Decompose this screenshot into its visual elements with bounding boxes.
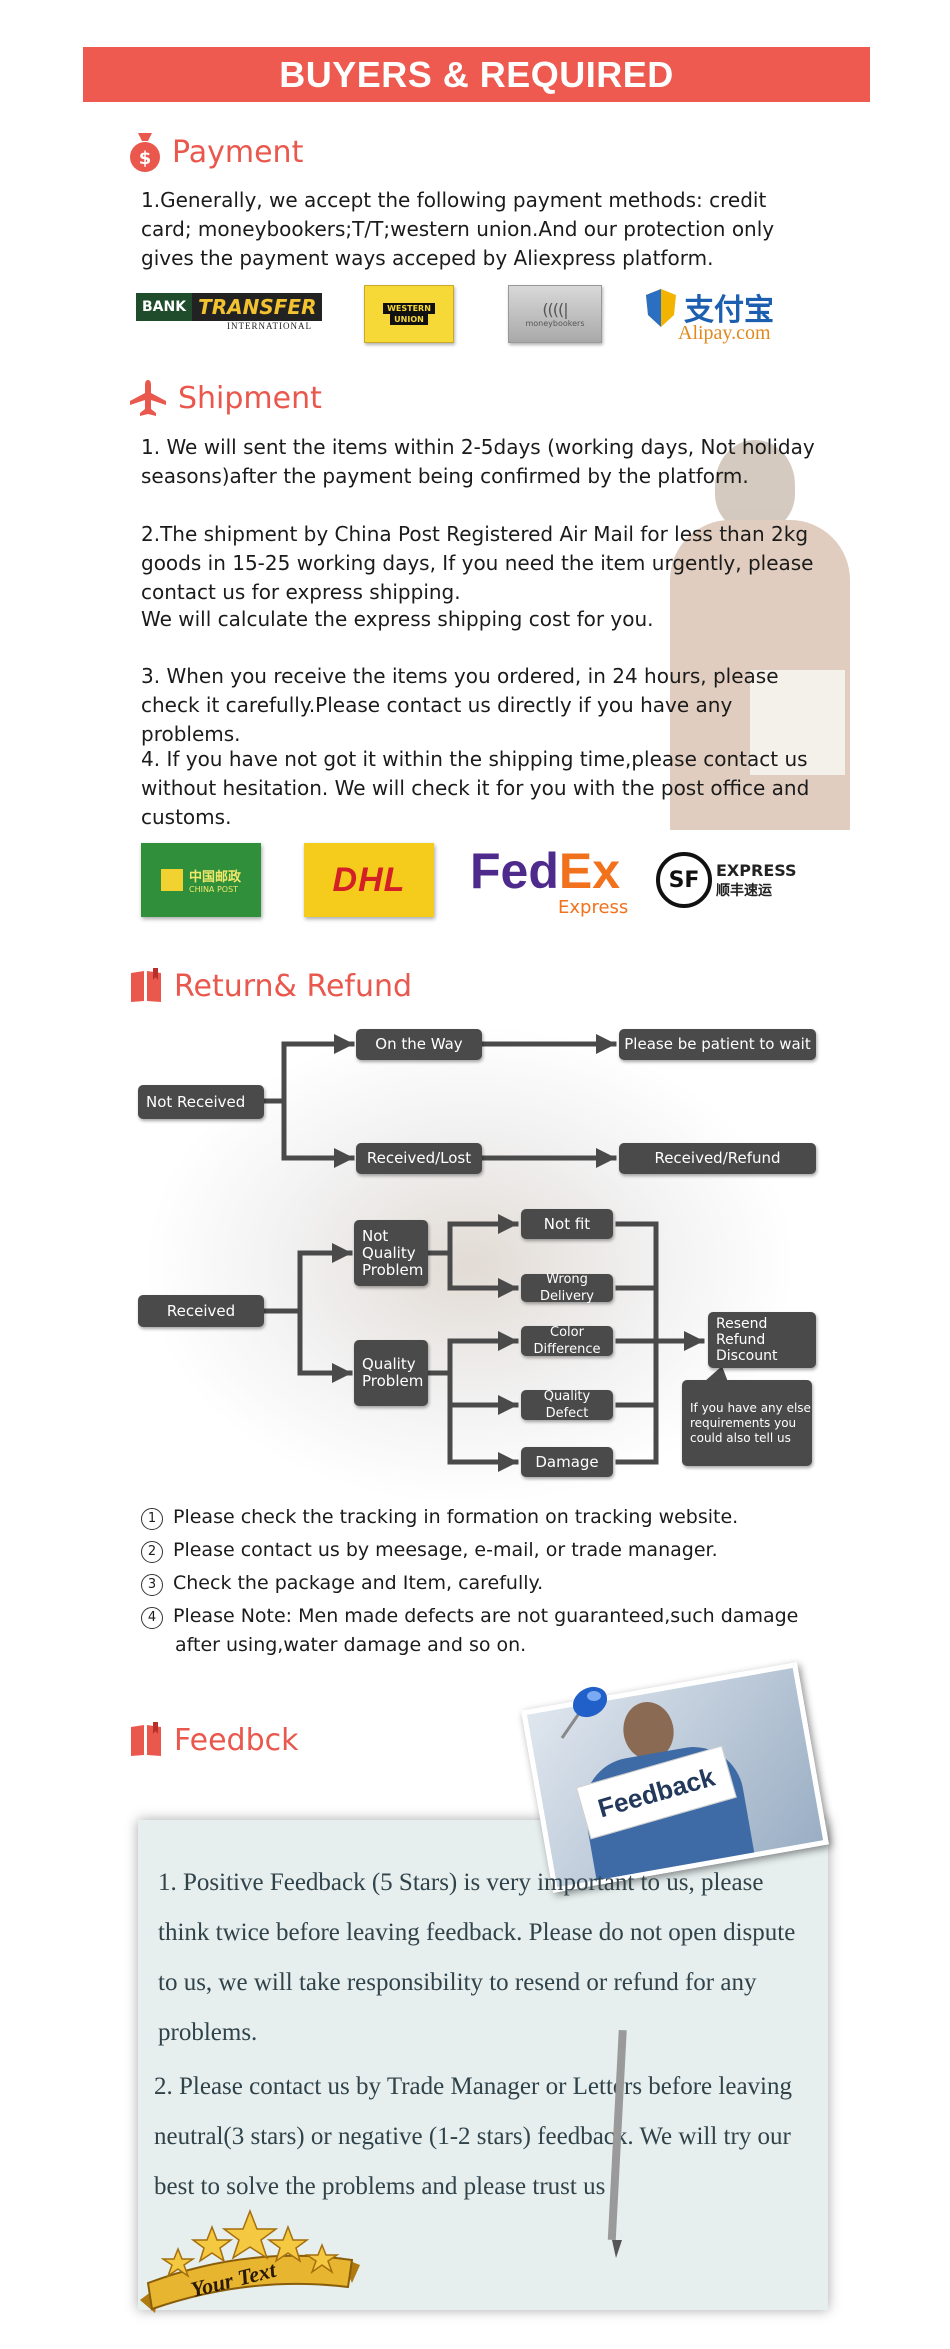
note-number-2: 2 [141, 1541, 163, 1563]
alipay-en-text: Alipay.com [678, 322, 771, 344]
refund-note-4-cont: after using,water damage and so on. [175, 1634, 527, 1656]
feedback-text-2: 2. Please contact us by Trade Manager or… [154, 2073, 792, 2200]
shipment-text-1: 1. We will sent the items within 2-5days… [141, 435, 815, 488]
bank-logo-text-b: TRANSFER [192, 293, 323, 321]
sf-text-a: EXPRESS [716, 860, 797, 880]
money-bag-icon: $ [130, 133, 160, 172]
alipay-cn-text: 支付宝 [684, 293, 774, 328]
feedback-text-1: 1. Positive Feedback (5 Stars) is very i… [158, 1869, 796, 2046]
flow-received-refund: Received/Refund [619, 1143, 816, 1174]
dhl-text: DHL [332, 860, 406, 899]
note-text-4: Please Note: Men made defects are not gu… [173, 1605, 799, 1627]
flow-be-patient: Please be patient to wait [619, 1029, 816, 1060]
flow-resend-refund-discount: Resend Refund Discount [708, 1312, 816, 1368]
mb-signal-icon: ((((| [542, 300, 568, 319]
flow-quality-problem: Quality Problem [354, 1340, 428, 1406]
sf-circle-text: SF [656, 852, 712, 908]
flow-damage: Damage [521, 1447, 613, 1477]
mb-text: moneybookers [525, 319, 585, 328]
fedex-sub-text: Express [558, 897, 629, 918]
note-text-2: Please contact us by meesage, e-mail, or… [173, 1539, 718, 1561]
delivery-man-photo [655, 440, 860, 830]
refund-heading: Return& Refund [128, 968, 412, 1004]
sf-express-logo: SF EXPRESS 顺丰速运 [656, 847, 806, 913]
flow-received-lost: Received/Lost [356, 1143, 482, 1174]
fedex-fed-text: Fed [470, 843, 559, 899]
feedback-heading: Feedbck [128, 1722, 298, 1758]
cp-en-text: CHINA POST [188, 885, 239, 894]
fedex-ex-text: Ex [558, 843, 621, 899]
flow-else-requirements: If you have any else requirements you co… [682, 1380, 812, 1466]
shipment-title: Shipment [178, 380, 322, 416]
feedback-title: Feedbck [174, 1722, 299, 1758]
alipay-logo: 支付宝 Alipay.com [644, 285, 804, 345]
alipay-shield-icon [646, 289, 676, 327]
bank-logo-text-a: BANK [136, 293, 193, 321]
payment-heading: $ Payment [128, 130, 303, 174]
flowchart-connectors [261, 1034, 728, 1472]
shipment-text-3: 3. When you receive the items you ordere… [141, 664, 779, 746]
payment-title: Payment [172, 134, 304, 170]
refund-note-2: 2 Please contact us by meesage, e-mail, o… [141, 1536, 718, 1564]
flow-not-received: Not Received [138, 1085, 264, 1119]
page-banner: BUYERS & REQUIRED [83, 47, 870, 102]
china-post-logo: 中国邮政 CHINA POST [141, 843, 261, 917]
flow-wrong-delivery: Wrong Delivery [521, 1272, 613, 1304]
note-number-4: 4 [141, 1607, 163, 1629]
flow-not-quality-problem: Not Quality Problem [354, 1220, 428, 1286]
shipment-text-4: 4. If you have not got it within the shi… [141, 747, 810, 829]
payment-text: 1.Generally, we accept the following pay… [141, 188, 775, 270]
shipment-text-2b: We will calculate the express shipping c… [141, 607, 654, 631]
note-number-3: 3 [141, 1574, 163, 1596]
airplane-icon [130, 380, 166, 416]
refund-title: Return& Refund [174, 968, 413, 1004]
flow-color-difference: Color Difference [521, 1325, 613, 1357]
bank-logo-text-c: INTERNATIONAL [227, 321, 312, 331]
bank-transfer-logo: BANK TRANSFER INTERNATIONAL [136, 293, 323, 333]
flow-received: Received [138, 1295, 264, 1327]
book-icon [131, 1722, 161, 1756]
shipment-heading: Shipment [128, 378, 322, 418]
gold-badge: Your Text [130, 2205, 370, 2325]
book-icon [131, 968, 161, 1002]
push-pin-icon [560, 1686, 608, 1739]
star-ribbon-icon [140, 2208, 360, 2313]
wu-text-a: WESTERN [383, 303, 435, 314]
note-text-3: Check the package and Item, carefully. [173, 1572, 544, 1594]
note-text-1: Please check the tracking in formation o… [173, 1506, 739, 1528]
cp-cn-text: 中国邮政 [188, 870, 241, 885]
fedex-logo: FedEx Express [470, 843, 645, 923]
sf-text-b: 顺丰速运 [716, 882, 772, 899]
svg-text:$: $ [139, 148, 152, 169]
wu-text-b: UNION [390, 314, 428, 325]
note-number-1: 1 [141, 1508, 163, 1530]
china-post-emblem-icon [160, 869, 183, 891]
refund-note-1: 1 Please check the tracking in formation … [141, 1503, 738, 1531]
flow-not-fit: Not fit [521, 1209, 613, 1239]
dhl-logo: DHL [304, 843, 434, 917]
refund-note-4: 4 Please Note: Men made defects are not g… [141, 1602, 798, 1630]
flow-quality-defect: Quality Defect [521, 1389, 613, 1421]
pencil-icon [607, 2029, 627, 2258]
flow-on-the-way: On the Way [356, 1029, 482, 1060]
refund-note-3: 3 Check the package and Item, carefully. [141, 1569, 543, 1597]
moneybookers-logo: ((((| moneybookers [508, 285, 602, 343]
shipment-text-2: 2.The shipment by China Post Registered … [141, 522, 814, 604]
western-union-logo: WESTERN UNION [364, 285, 454, 343]
